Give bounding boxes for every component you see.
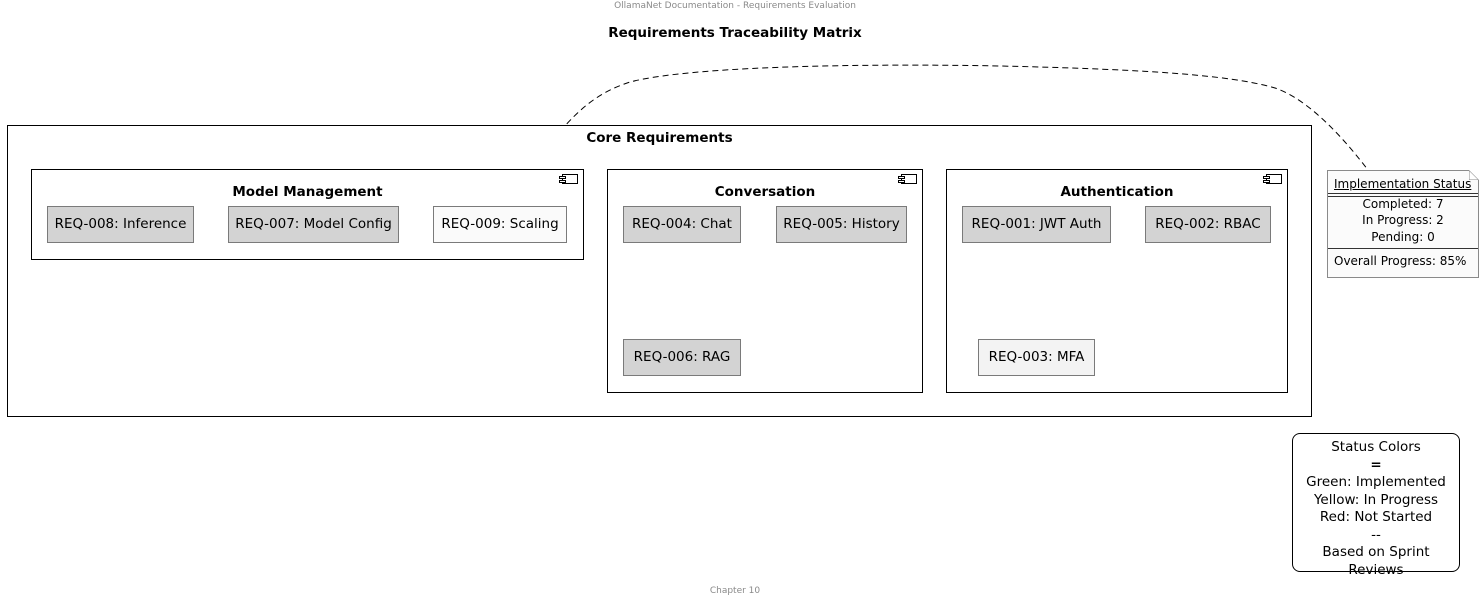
note-in-progress: In Progress: 2 xyxy=(1362,213,1444,227)
component-icon xyxy=(559,174,578,184)
legend-divider: -- xyxy=(1371,526,1381,543)
note-title: Implementation Status xyxy=(1334,177,1472,191)
legend-in-progress: Yellow: In Progress xyxy=(1313,491,1439,508)
status-colors-legend: Status Colors = Green: Implemented Yello… xyxy=(1292,433,1460,578)
note-pending: Pending: 0 xyxy=(1371,230,1435,244)
dashed-connector-line xyxy=(509,64,1369,207)
diagram-title: Requirements Traceability Matrix xyxy=(608,25,862,41)
req-004-box: REQ-004: Chat xyxy=(623,206,741,243)
document-footer: Chapter 10 xyxy=(709,586,761,596)
legend-implemented: Green: Implemented xyxy=(1306,474,1446,490)
core-requirements-title: Core Requirements xyxy=(586,130,733,146)
implementation-status-note: Implementation Status Completed: 7 In Pr… xyxy=(1327,170,1479,278)
legend-separator: = xyxy=(1370,456,1382,473)
note-completed: Completed: 7 xyxy=(1362,197,1444,211)
legend-not-started: Red: Not Started xyxy=(1319,509,1433,525)
conversation-title: Conversation xyxy=(714,184,816,200)
legend-source: Based on Sprint Reviews xyxy=(1322,544,1430,578)
authentication-title: Authentication xyxy=(1060,184,1174,200)
req-009-box: REQ-009: Scaling xyxy=(433,206,567,243)
note-overall-progress: Overall Progress: 85% xyxy=(1334,254,1467,268)
component-icon xyxy=(898,174,917,184)
req-002-box: REQ-002: RBAC xyxy=(1145,206,1271,243)
legend-title: Status Colors xyxy=(1331,439,1421,455)
req-007-box: REQ-007: Model Config xyxy=(228,206,399,243)
note-fold-corner xyxy=(1469,170,1479,180)
model-management-title: Model Management xyxy=(232,184,383,200)
document-header: OllamaNet Documentation - Requirements E… xyxy=(614,1,856,11)
req-006-box: REQ-006: RAG xyxy=(623,339,741,376)
req-001-box: REQ-001: JWT Auth xyxy=(962,206,1111,243)
req-008-box: REQ-008: Inference xyxy=(47,206,194,243)
component-icon xyxy=(1263,174,1282,184)
req-005-box: REQ-005: History xyxy=(776,206,907,243)
req-003-box: REQ-003: MFA xyxy=(978,339,1095,376)
